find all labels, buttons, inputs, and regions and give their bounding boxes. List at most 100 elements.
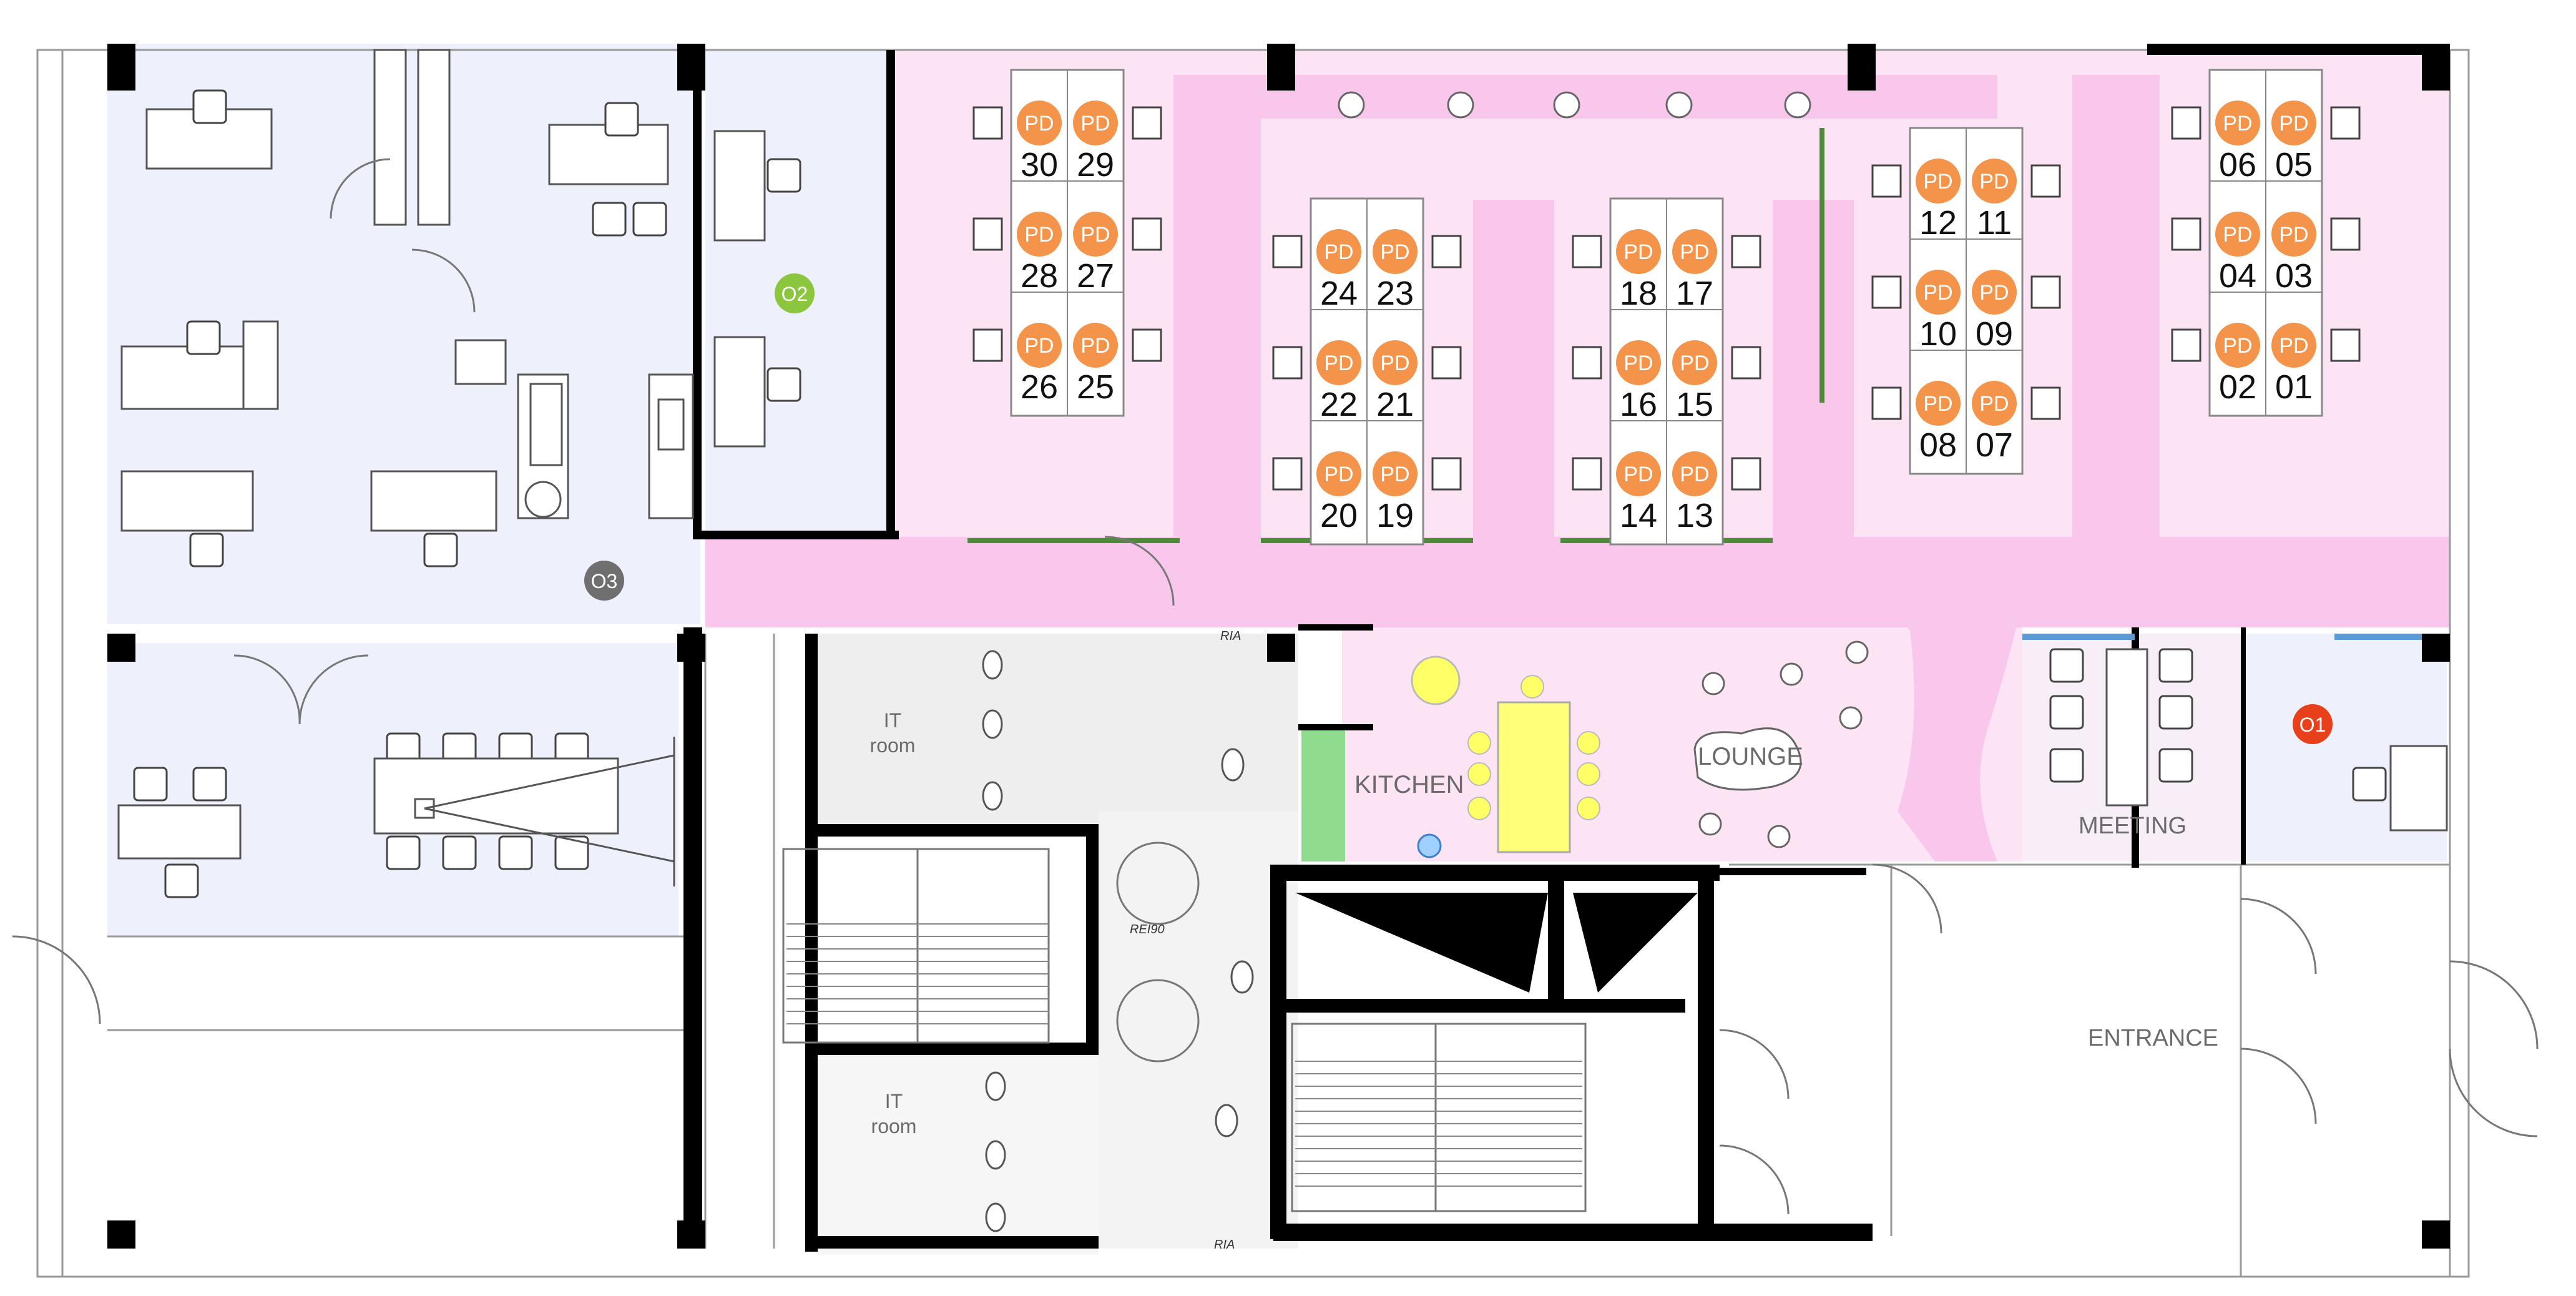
rei90-label: REI90 <box>1130 923 1165 936</box>
chair-icon <box>2352 767 2387 802</box>
desk-number: 09 <box>1976 315 2013 353</box>
desk-number: 08 <box>1919 426 1957 464</box>
desk-badge-label: PD <box>2223 223 2252 247</box>
chair-icon <box>632 202 667 237</box>
chair-icon <box>604 102 639 137</box>
o2-furniture <box>713 130 766 448</box>
chair-icon <box>1572 346 1602 380</box>
desk-badge <box>1972 270 2017 315</box>
desk-badge <box>1916 270 1961 315</box>
desk-number: 12 <box>1919 204 1957 242</box>
desk-badge-label: PD <box>1324 240 1353 264</box>
desk-badge <box>2271 323 2316 368</box>
thin-walls <box>36 49 2470 1278</box>
desk-badge-label: PD <box>1024 223 1054 247</box>
water-dispenser <box>1417 833 1442 858</box>
desk-badge <box>1017 101 1062 145</box>
desk-badge-label: PD <box>1680 240 1709 264</box>
desk-number: 21 <box>1376 386 1414 423</box>
chair-icon <box>1572 457 1602 491</box>
chair-icon <box>2030 386 2061 420</box>
desk-badge <box>1017 323 1062 368</box>
chair-icon <box>2049 695 2084 730</box>
corridor-v1 <box>1173 75 1261 543</box>
chair-icon <box>2158 748 2193 783</box>
o1-label: O1 <box>2299 714 2326 736</box>
desk-number: 29 <box>1077 146 1114 184</box>
chair-icon <box>972 328 1003 362</box>
desk-badge <box>2215 101 2260 145</box>
desk-badge-label: PD <box>2223 112 2252 135</box>
desk-badge <box>1672 229 1717 274</box>
desk-badge-label: PD <box>1623 351 1653 375</box>
desk-badge-label: PD <box>1623 240 1653 264</box>
chair-icon <box>1431 235 1462 268</box>
desk-badge <box>1672 340 1717 385</box>
desk-badge <box>1373 451 1418 496</box>
chair-icon <box>442 835 477 870</box>
desk-badge-label: PD <box>1680 351 1709 375</box>
chair-icon <box>1431 457 1462 491</box>
desk-badge <box>1972 381 2017 426</box>
desk-badge-label: PD <box>1380 351 1409 375</box>
chair-icon <box>1272 457 1303 491</box>
it-room-bottom-label-1: IT <box>885 1090 903 1112</box>
desk-badge <box>1373 229 1418 274</box>
desk-badge-label: PD <box>1024 112 1054 135</box>
desk-badge <box>1916 381 1961 426</box>
meeting-label: MEETING <box>2079 813 2187 839</box>
desk-clusters: PD30PD29PD28PD27PD26PD25PD24PD23PD22PD21… <box>972 69 2361 546</box>
desk-number: 18 <box>1620 275 1657 312</box>
chair-icon <box>133 767 168 802</box>
desk-badge-label: PD <box>1324 463 1353 486</box>
desk-badge-label: PD <box>1923 281 1952 305</box>
chair-icon <box>2171 106 2201 140</box>
desk-badge <box>2271 212 2316 257</box>
desk-badge-label: PD <box>2279 334 2308 358</box>
desk-number: 04 <box>2219 257 2256 295</box>
wc-fixtures <box>982 650 1254 1232</box>
desk-badge <box>1616 451 1661 496</box>
desk-badge-label: PD <box>1080 223 1110 247</box>
chair-icon <box>2158 695 2193 730</box>
desk-badge <box>1316 340 1361 385</box>
office-markers: O1 O2 O3 <box>584 273 2333 744</box>
glass-partitions <box>2022 634 2422 640</box>
chair-icon <box>189 533 224 567</box>
chair-icon <box>1871 275 1902 309</box>
ceiling-lights <box>1338 91 1811 119</box>
desk-badge-label: PD <box>1324 351 1353 375</box>
doors <box>12 158 2539 1215</box>
desk-badge-label: PD <box>1623 463 1653 486</box>
desk-number: 23 <box>1376 275 1414 312</box>
o1-marker <box>2293 704 2333 744</box>
chair-icon <box>554 835 589 870</box>
chair-icon <box>1132 106 1162 140</box>
desk-number: 19 <box>1376 497 1414 534</box>
desk-number: 25 <box>1077 368 1114 406</box>
o3-label: O3 <box>591 570 618 592</box>
desk-number: 27 <box>1077 257 1114 295</box>
desk-badge-label: PD <box>1024 334 1054 358</box>
desk-number: 03 <box>2275 257 2313 295</box>
corridor-curve <box>1848 613 2016 862</box>
wc-zone-bottom-2 <box>818 1055 1099 1255</box>
desk-badge <box>1017 212 1062 257</box>
desk-number: 14 <box>1620 497 1657 534</box>
kitchen-counter <box>1301 727 1345 862</box>
chair-icon <box>1731 457 1761 491</box>
entrance-label: ENTRANCE <box>2088 1025 2218 1051</box>
chair-icon <box>1272 235 1303 268</box>
chair-icon <box>386 835 421 870</box>
desk-badge-label: PD <box>1979 170 2009 194</box>
chair-icon <box>1731 346 1761 380</box>
chair-icon <box>1871 386 1902 420</box>
o3-marker <box>584 561 624 601</box>
stair-steps <box>786 923 1582 1187</box>
desk-badge <box>2215 212 2260 257</box>
o2-marker <box>775 273 815 313</box>
desk-number: 30 <box>1021 146 1058 184</box>
